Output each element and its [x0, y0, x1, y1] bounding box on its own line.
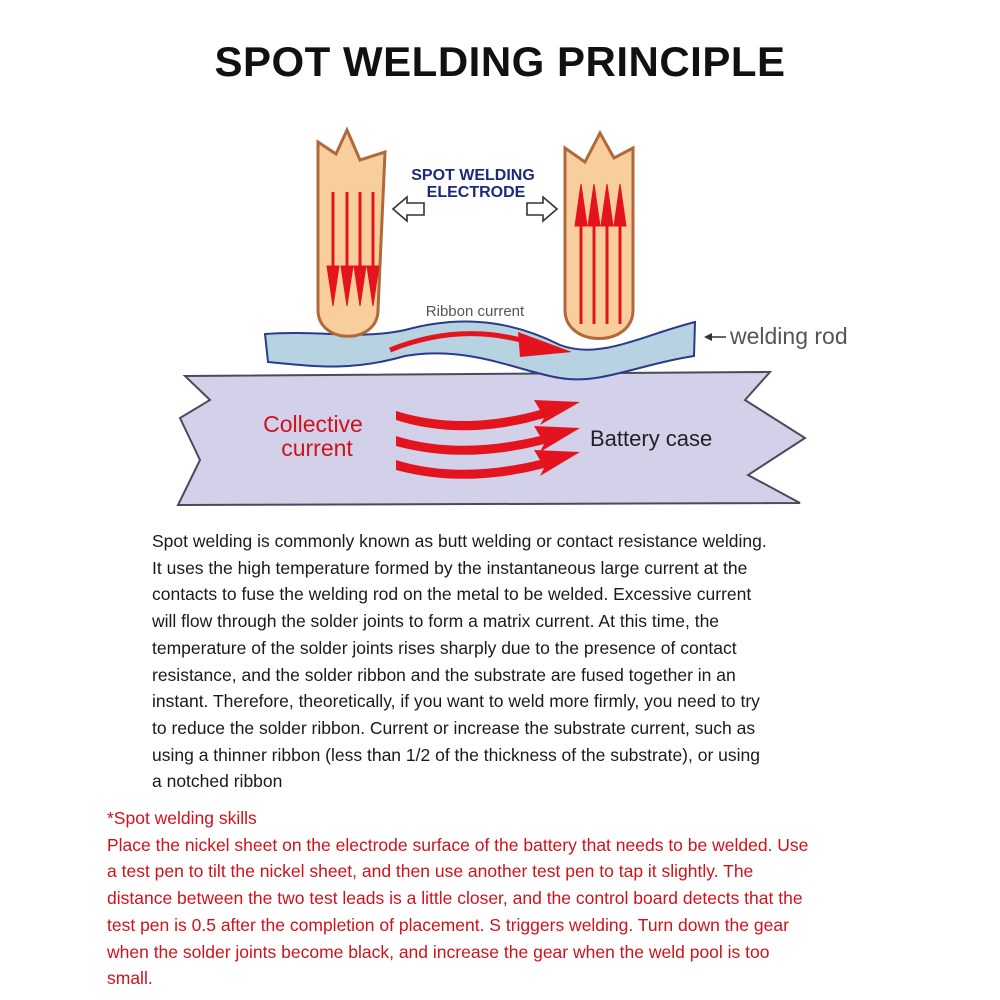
welding-rod-label: welding rod	[729, 323, 848, 349]
description-line: instant. Therefore, theoretically, if yo…	[152, 691, 760, 712]
right-electrode	[563, 129, 635, 340]
electrode-label-line2: ELECTRODE	[427, 184, 526, 201]
spot-welding-diagram: SPOT WELDING ELECTRODE Ribbon current we…	[176, 126, 848, 507]
battery-case-label: Battery case	[590, 426, 712, 451]
description-line: using a thinner ribbon (less than 1/2 of…	[152, 744, 760, 765]
left-hollow-arrow-icon	[391, 195, 425, 223]
description-line: contacts to fuse the welding rod on the …	[152, 584, 752, 605]
collective-current-label-line1: Collective	[263, 411, 363, 437]
skills-line: a test pen to tilt the nickel sheet, and…	[107, 861, 754, 882]
skills-section: *Spot welding skills Place the nickel sh…	[107, 805, 907, 992]
right-electrode-up-arrows	[574, 183, 627, 324]
skills-heading: *Spot welding skills	[107, 808, 257, 828]
description-paragraph: Spot welding is commonly known as butt w…	[152, 528, 872, 795]
skills-line: distance between the two test leads is a…	[107, 888, 803, 909]
page-title: SPOT WELDING PRINCIPLE	[214, 38, 786, 85]
ribbon-current-arrowhead	[518, 332, 572, 357]
collective-current-arrows	[396, 400, 580, 479]
description-line: Spot welding is commonly known as butt w…	[152, 531, 767, 551]
right-hollow-arrow-icon	[526, 195, 559, 223]
left-electrode	[316, 126, 387, 338]
description-line: to reduce the solder ribbon. Current or …	[152, 717, 756, 738]
skills-line: when the solder joints become black, and…	[107, 941, 770, 962]
description-line: a notched ribbon	[152, 771, 283, 792]
skills-line: small.	[107, 968, 153, 989]
left-electrode-down-arrows	[326, 192, 380, 307]
welding-rod-shape	[263, 320, 697, 381]
ribbon-current-label: Ribbon current	[426, 303, 525, 320]
description-line: will flow through the solder joints to f…	[152, 611, 720, 632]
welding-rod-pointer-icon	[704, 333, 726, 341]
battery-case-shape	[176, 370, 807, 507]
skills-line: Place the nickel sheet on the electrode …	[107, 834, 809, 855]
description-line: temperature of the solder joints rises s…	[152, 637, 737, 658]
electrode-label-line1: SPOT WELDING	[411, 167, 535, 184]
description-line: It uses the high temperature formed by t…	[152, 557, 748, 578]
collective-current-label-line2: current	[281, 435, 353, 461]
skills-line: test pen is 0.5 after the completion of …	[107, 914, 789, 935]
description-line: resistance, and the solder ribbon and th…	[152, 664, 736, 685]
